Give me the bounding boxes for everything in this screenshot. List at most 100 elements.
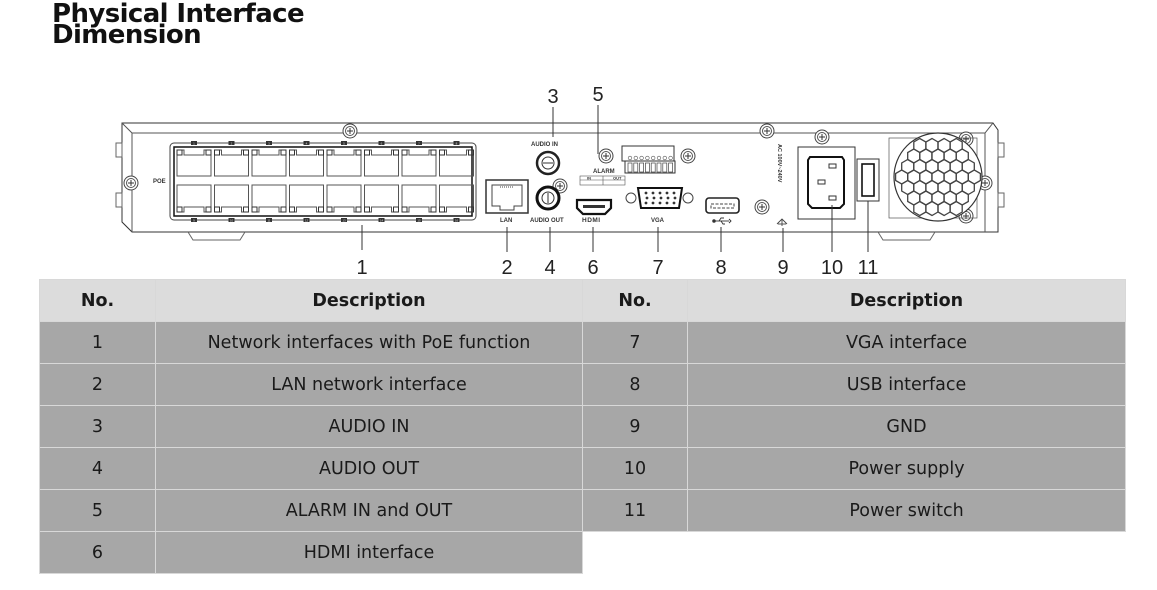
alarm-terminal-block[interactable] xyxy=(621,145,676,174)
svg-text:7: 7 xyxy=(418,141,420,145)
svg-text:2: 2 xyxy=(231,141,233,145)
callout-number: 4 xyxy=(544,257,555,279)
poe-port[interactable] xyxy=(439,184,474,213)
poe-port-number: 16 xyxy=(453,218,460,222)
alarm-label: ALARM xyxy=(593,169,615,175)
ground-icon[interactable] xyxy=(776,218,788,226)
poe-port[interactable] xyxy=(401,184,437,213)
screw-icons xyxy=(123,123,993,224)
table-row: 1 Network interfaces with PoE function 7… xyxy=(39,321,1126,364)
poe-port[interactable] xyxy=(364,149,399,177)
poe-port[interactable] xyxy=(326,184,362,213)
alarm-out-label: OUT xyxy=(613,176,622,181)
row-desc: Network interfaces with PoE function xyxy=(155,321,583,364)
power-switch-icon[interactable] xyxy=(856,158,880,202)
header-description-right: Description xyxy=(687,279,1126,322)
callout-number: 3 xyxy=(547,86,558,108)
poe-port[interactable] xyxy=(289,184,324,213)
table-header-row: No. Description No. Description xyxy=(39,279,1126,322)
table-row: 2 LAN network interface 8 USB interface xyxy=(39,363,1126,406)
poe-port-number: 15 xyxy=(416,218,422,222)
poe-port-number: 8 xyxy=(453,141,460,145)
row-no: 4 xyxy=(39,447,156,490)
row-desc: USB interface xyxy=(687,363,1126,406)
svg-text:14: 14 xyxy=(380,218,384,222)
callout-10: 10 xyxy=(821,205,843,279)
row-desc: HDMI interface xyxy=(155,531,583,574)
row-no: 6 xyxy=(39,531,156,574)
fan-icon xyxy=(888,132,983,222)
svg-text:1: 1 xyxy=(193,141,195,145)
poe-port[interactable] xyxy=(176,184,212,213)
callout-5: 5 xyxy=(592,84,604,154)
poe-port[interactable] xyxy=(251,184,287,213)
empty-cell xyxy=(582,531,688,574)
screw-icon xyxy=(759,123,775,139)
hdmi-port[interactable] xyxy=(575,198,613,216)
svg-text:3: 3 xyxy=(268,141,270,145)
row-no: 7 xyxy=(582,321,688,364)
poe-port[interactable] xyxy=(364,184,399,213)
power-rating-label: AC 100V~240V xyxy=(776,144,782,183)
row-no: 10 xyxy=(582,447,688,490)
header-no-right: No. xyxy=(582,279,688,322)
row-no: 2 xyxy=(39,363,156,406)
svg-text:16: 16 xyxy=(455,218,459,222)
poe-port[interactable] xyxy=(401,149,437,177)
poe-port[interactable] xyxy=(289,149,324,177)
table-row: 6 HDMI interface xyxy=(39,531,1126,574)
svg-text:9: 9 xyxy=(193,218,195,222)
row-desc: LAN network interface xyxy=(155,363,583,406)
empty-cell xyxy=(687,531,1126,574)
svg-text:15: 15 xyxy=(417,218,421,222)
callout-number: 8 xyxy=(715,257,726,279)
callout-6: 6 xyxy=(587,227,599,279)
callout-number: 6 xyxy=(587,257,598,279)
poe-port-number: 1 xyxy=(191,141,197,145)
page-title: Physical Interface Dimension xyxy=(52,1,305,50)
lan-port[interactable] xyxy=(485,179,529,214)
header-no-left: No. xyxy=(39,279,156,322)
table-row: 4 AUDIO OUT 10 Power supply xyxy=(39,447,1126,490)
table-row: 3 AUDIO IN 9 GND xyxy=(39,405,1126,448)
callout-3: 3 xyxy=(547,86,559,137)
table-row: 5 ALARM IN and OUT 11 Power switch xyxy=(39,489,1126,532)
audio-out-port[interactable] xyxy=(535,185,561,211)
poe-port[interactable] xyxy=(251,149,287,177)
chassis-inner-line xyxy=(121,122,994,134)
row-no: 3 xyxy=(39,405,156,448)
lan-label: LAN xyxy=(500,218,512,224)
row-no: 9 xyxy=(582,405,688,448)
vga-port[interactable] xyxy=(625,187,694,209)
poe-port-number: 2 xyxy=(228,141,235,145)
usb-port[interactable] xyxy=(705,197,740,214)
poe-port[interactable] xyxy=(439,149,474,177)
row-desc: AUDIO OUT xyxy=(155,447,583,490)
callout-1: 1 xyxy=(356,225,368,279)
row-desc: VGA interface xyxy=(687,321,1126,364)
poe-port[interactable] xyxy=(176,149,212,177)
poe-port[interactable] xyxy=(214,184,249,213)
usb-icon xyxy=(712,217,732,225)
interface-table: No. Description No. Description 1 Networ… xyxy=(39,279,1126,574)
audio-in-port[interactable] xyxy=(535,150,561,176)
header-description-left: Description xyxy=(155,279,583,322)
power-socket-icon[interactable] xyxy=(807,156,845,209)
audio-in-label: AUDIO IN xyxy=(531,142,558,148)
screw-icon xyxy=(814,129,830,145)
page-title-line-2: Dimension xyxy=(52,20,202,50)
poe-port[interactable] xyxy=(214,149,249,177)
callout-7: 7 xyxy=(652,227,664,279)
row-no: 11 xyxy=(582,489,688,532)
poe-port[interactable] xyxy=(326,149,362,177)
svg-text:11: 11 xyxy=(267,218,270,222)
poe-port-number: 4 xyxy=(303,141,310,145)
row-desc: Power supply xyxy=(687,447,1126,490)
svg-text:6: 6 xyxy=(381,141,383,145)
svg-text:8: 8 xyxy=(456,141,458,145)
svg-text:13: 13 xyxy=(342,218,346,222)
poe-port-number: 12 xyxy=(303,218,310,222)
